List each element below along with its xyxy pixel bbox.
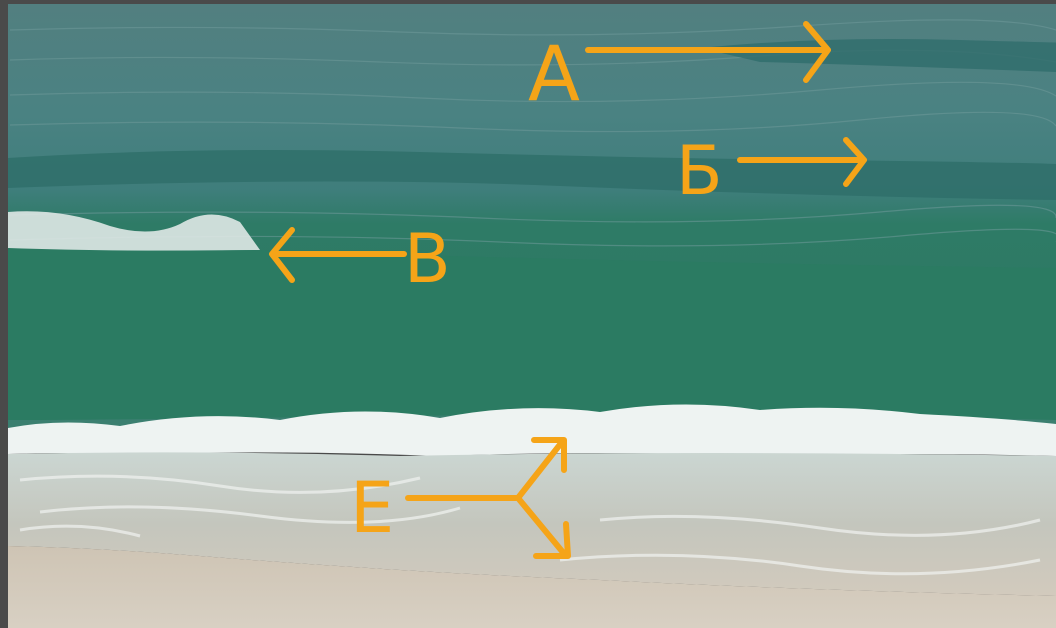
label-a: А <box>528 29 580 118</box>
sand <box>8 546 1056 628</box>
arrow-icon <box>269 227 407 283</box>
wave-v-crest <box>8 211 260 252</box>
label-b: Б <box>676 132 723 211</box>
label-v: В <box>404 220 451 299</box>
swash-zone <box>8 452 1056 596</box>
arrow-icon <box>585 21 831 83</box>
fork-arrow-icon <box>405 437 571 559</box>
swash-foam <box>19 474 1041 576</box>
arrow-icon <box>737 137 867 187</box>
wave-v-body <box>8 248 1056 420</box>
label-e: Е <box>350 467 394 549</box>
foam-line <box>8 404 1056 456</box>
annotations <box>269 21 867 559</box>
